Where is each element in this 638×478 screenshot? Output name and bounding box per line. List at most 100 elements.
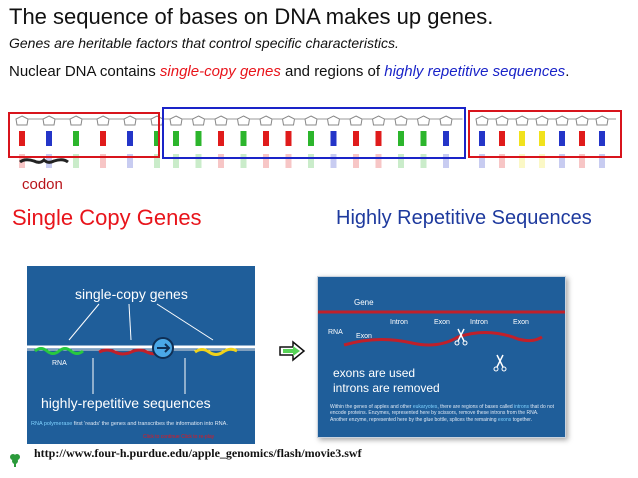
sugar-ring <box>69 115 83 126</box>
codon-label: codon <box>22 176 63 193</box>
dna-base-faded <box>173 154 179 168</box>
dna-base <box>240 131 247 146</box>
dna-base <box>263 131 269 146</box>
sugar-ring <box>595 115 609 126</box>
scissors-icon <box>454 328 468 346</box>
segment-label-exon: Exon <box>513 319 529 326</box>
dna-base-faded <box>420 154 427 168</box>
rna-label: RNA <box>328 329 343 336</box>
sugar-ring <box>191 115 206 126</box>
source-url[interactable]: http://www.four-h.purdue.edu/apple_genom… <box>34 446 362 460</box>
dna-base-faded <box>353 154 359 168</box>
dna-base-faded <box>579 154 585 168</box>
introns-removed-line: introns are removed <box>333 381 440 395</box>
dna-base <box>499 131 505 146</box>
dna-base-faded <box>559 154 565 168</box>
rna-strand-green <box>34 347 84 355</box>
sugar-ring <box>535 115 549 126</box>
splicing-caption: Within the genes of apples and other euk… <box>330 404 556 423</box>
repetitive-sequences-heading: Highly Repetitive Sequences <box>336 207 592 229</box>
dna-base <box>173 131 179 146</box>
nuclear-dna-sentence: Nuclear DNA contains single-copy genes a… <box>9 63 569 80</box>
rna-label: RNA <box>52 360 67 367</box>
caption-text: that do not encode proteins. Enzymes, re… <box>330 404 555 423</box>
dna-base-faded <box>100 154 106 168</box>
polymerase-arrow-icon <box>157 343 171 353</box>
dna-base <box>195 131 202 146</box>
sugar-ring <box>575 115 589 126</box>
dna-backbone <box>15 115 616 126</box>
pointer-line <box>68 303 100 341</box>
segment-label-intron: Intron <box>390 319 408 326</box>
sugar-ring <box>236 115 251 126</box>
dna-base <box>218 131 224 146</box>
caption-text: , there are regions of bases called <box>437 404 515 410</box>
dna-base <box>308 131 314 146</box>
dna-base <box>479 131 485 146</box>
caption-highlight: introns <box>514 404 530 410</box>
transcription-animation-panel: single-copy genes RNA highly-repetitive … <box>27 266 255 444</box>
single-copy-genes-heading: Single Copy Genes <box>12 205 202 230</box>
segment-label-intron: Intron <box>470 319 488 326</box>
dna-base <box>599 131 605 146</box>
exons-used-line: exons are used <box>333 366 416 380</box>
dna-base <box>559 131 565 146</box>
sugar-ring <box>259 115 273 126</box>
dna-base <box>353 131 359 146</box>
exons-introns-note: exons are used introns are removed <box>333 366 483 396</box>
rna-strand <box>343 331 543 347</box>
transcription-graphic <box>27 303 255 394</box>
sugar-ring <box>416 115 431 126</box>
dna-base-faded <box>127 154 133 168</box>
splicing-animation-panel: Gene RNA Exon Intron Exon Intron Exon ex… <box>317 276 566 438</box>
dna-base <box>46 131 52 146</box>
rna-strand-red <box>98 348 164 356</box>
dna-base <box>73 131 79 146</box>
sugar-ring <box>475 115 489 126</box>
single-copy-box-left <box>8 112 160 158</box>
scissors-icon <box>493 354 507 372</box>
dna-bases <box>19 131 605 146</box>
dna-base-faded <box>195 154 202 168</box>
dna-base-faded <box>539 154 545 168</box>
repetitive-sequence-box <box>162 107 466 159</box>
sugar-ring <box>555 115 569 126</box>
sugar-ring <box>439 115 453 126</box>
sugar-ring <box>304 115 318 126</box>
sugar-ring <box>169 115 183 126</box>
sugar-ring <box>349 115 363 126</box>
dna-base <box>330 131 337 146</box>
slide-title: The sequence of bases on DNA makes up ge… <box>9 4 494 29</box>
dna-base-faded <box>519 154 525 168</box>
dna-base <box>420 131 427 146</box>
dna-base-faded <box>375 154 382 168</box>
dna-base <box>127 131 133 146</box>
dna-base-faded <box>240 154 247 168</box>
dna-base-faded <box>443 154 449 168</box>
gene-label: Gene <box>354 298 374 307</box>
dna-base <box>443 131 449 146</box>
nuclear-middle: and regions of <box>280 63 385 80</box>
dna-base-faded <box>330 154 337 168</box>
codon-brace <box>19 157 69 164</box>
caption-text: first 'reads' the genes and transcribes … <box>72 421 228 427</box>
sugar-ring <box>150 115 164 126</box>
dna-base-faded <box>499 154 505 168</box>
dna-base <box>398 131 404 146</box>
exon-label: Exon <box>356 333 372 340</box>
caption-highlight: RNA polymerase <box>31 421 73 427</box>
dna-base <box>539 131 545 146</box>
transcription-caption: RNA polymerase first 'reads' the genes a… <box>31 421 228 427</box>
playback-controls-text[interactable]: Click to continue Click to re-play <box>143 434 215 440</box>
sugar-ring <box>394 115 408 126</box>
single-copy-genes-label: single-copy genes <box>75 286 188 302</box>
sugar-ring <box>123 115 137 126</box>
caption-text: together. <box>511 416 533 423</box>
pointer-line <box>128 303 132 341</box>
sugar-ring <box>371 115 386 126</box>
dna-base-faded <box>398 154 404 168</box>
pointer-line <box>156 303 214 341</box>
dna-strand-diagram <box>8 107 622 168</box>
dna-base-faded <box>479 154 485 168</box>
dna-base-faded <box>154 154 160 168</box>
